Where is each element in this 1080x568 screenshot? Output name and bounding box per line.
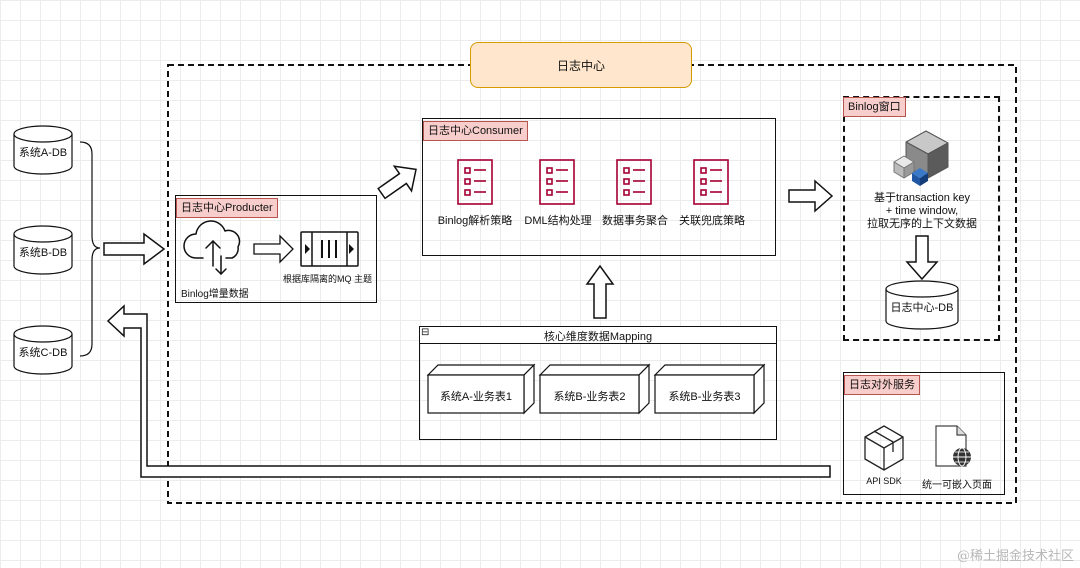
embeddable-page-label: 统一可嵌入页面 xyxy=(922,480,992,491)
table-label-1: 系统A-业务表1 xyxy=(439,391,513,403)
strategy-label-1: Binlog解析策略 xyxy=(437,215,513,227)
api-sdk-label: API SDK xyxy=(866,476,902,486)
external-service-tag: 日志对外服务 xyxy=(844,375,920,395)
list-icon xyxy=(693,159,729,205)
mapping-header xyxy=(419,326,777,344)
db-group-brace xyxy=(79,141,101,357)
binlog-window-desc-line-1: 基于transaction key xyxy=(874,192,970,204)
table-block-1 xyxy=(426,363,536,415)
system-c-db-label: 系统C-DB xyxy=(18,347,68,359)
arrow-db-to-producer xyxy=(103,232,166,266)
log-center-db-label: 日志中心-DB xyxy=(890,302,954,314)
strategy-label-2: DML结构处理 xyxy=(524,215,592,227)
consumer-box xyxy=(422,118,776,256)
db-cylinder-c xyxy=(13,325,73,375)
package-icon xyxy=(864,425,904,471)
table-label-2: 系统B-业务表2 xyxy=(553,391,626,403)
db-cylinder-a xyxy=(13,125,73,175)
list-icon xyxy=(616,159,652,205)
system-a-db-label: 系统A-DB xyxy=(18,147,68,159)
external-service-box xyxy=(843,372,1005,495)
list-icon xyxy=(539,159,575,205)
mq-queue-icon xyxy=(300,231,359,267)
binlog-window-tag: Binlog窗口 xyxy=(843,97,906,117)
arrow-mapping-to-consumer xyxy=(585,264,615,319)
log-center-title: 日志中心 xyxy=(470,42,692,88)
arrow-service-to-dbs xyxy=(106,304,831,478)
list-icon xyxy=(457,159,493,205)
cloud-upload-icon xyxy=(183,220,241,275)
arrow-cloud-to-mq xyxy=(253,234,294,264)
binlog-window-desc: 基于transaction key + time window, 拉取无序的上下… xyxy=(846,192,998,231)
db-cylinder-b xyxy=(13,225,73,275)
log-center-title-text: 日志中心 xyxy=(556,58,605,73)
strategy-label-4: 关联兜底策略 xyxy=(679,215,745,227)
table-block-3 xyxy=(653,363,766,415)
web-page-icon xyxy=(935,425,971,467)
mq-topic-label: 根据库隔离的MQ 主题 xyxy=(283,274,372,284)
table-block-2 xyxy=(538,363,651,415)
binlog-incremental-label: Binlog增量数据 xyxy=(181,289,249,300)
arrow-consumer-to-window xyxy=(788,179,834,213)
mapping-title: 核心维度数据Mapping xyxy=(543,331,653,343)
binlog-window-box xyxy=(843,96,1000,341)
producer-tag: 日志中心Producter xyxy=(176,198,278,218)
watermark: @稀土掘金技术社区 xyxy=(956,549,1074,564)
binlog-window-desc-line-2: + time window, xyxy=(885,205,959,217)
producer-box xyxy=(175,195,377,303)
arrow-window-to-db xyxy=(905,235,939,281)
collapse-toggle[interactable]: ⊟ xyxy=(421,327,430,338)
system-b-db-label: 系统B-DB xyxy=(18,247,68,259)
binlog-window-desc-line-3: 拉取无序的上下文数据 xyxy=(867,218,977,230)
cube-stack-icon xyxy=(893,130,949,186)
consumer-tag: 日志中心Consumer xyxy=(423,121,528,141)
log-center-db-cylinder xyxy=(885,280,959,330)
table-label-3: 系统B-业务表3 xyxy=(668,391,741,403)
arrow-producer-to-consumer xyxy=(377,165,417,200)
strategy-label-3: 数据事务聚合 xyxy=(602,215,668,227)
